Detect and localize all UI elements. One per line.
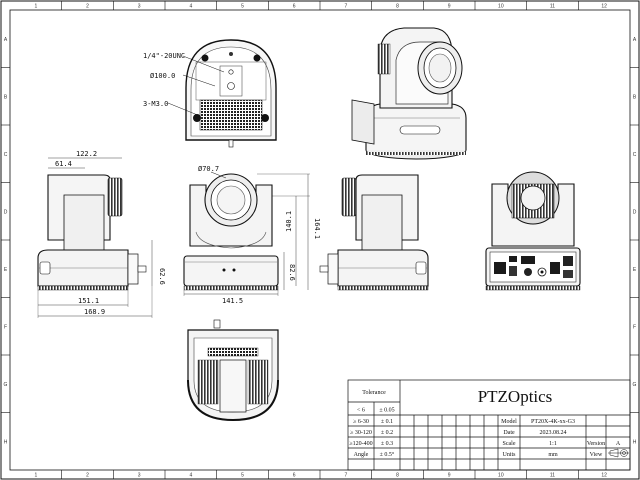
grid-row-label: E (4, 267, 8, 273)
grid-column-label: 4 (189, 4, 192, 10)
grid-row-label: A (633, 37, 637, 43)
grid-column-label: 9 (448, 473, 451, 479)
dim-depth-total: 122.2 (76, 150, 97, 158)
front-view (183, 171, 310, 296)
version-value: A (616, 441, 621, 447)
units-value: mm (548, 452, 558, 458)
grid-column-label: 1 (34, 4, 37, 10)
company-name: PTZOptics (478, 387, 553, 406)
tolerance-table: < 6 ± 0.05 ≥ 6-30 ± 0.1 ≥ 30-120 ± 0.2 ≥120-40… (349, 408, 395, 459)
tolerance-value: ± 0.1 (381, 419, 393, 425)
grid-column-label: 7 (344, 473, 347, 479)
grid-row-label: G (633, 382, 637, 388)
tolerance-value: ± 0.2 (381, 430, 393, 436)
grid-column-label: 10 (498, 473, 504, 479)
grid-column-label: 2 (86, 473, 89, 479)
grid-row-label: A (4, 37, 8, 43)
side-view-left (37, 157, 153, 318)
model-value: PT20X-4K-xx-G3 (531, 419, 575, 425)
tolerance-range: ≥ 6-30 (353, 419, 369, 425)
dim-lens-diameter: Ø70.7 (198, 165, 219, 173)
grid-column-label: 4 (189, 473, 192, 479)
scale-value: 1:1 (549, 441, 557, 447)
projection-symbol-icon (608, 448, 629, 458)
grid-column-label: 11 (550, 473, 555, 479)
grid-row-label: H (633, 439, 637, 445)
tolerance-header: Tolerance (362, 390, 386, 396)
grid-column-label: 3 (138, 473, 141, 479)
tolerance-range: ≥120-400 (349, 441, 372, 447)
tolerance-value: ± 0.3 (381, 441, 393, 447)
bottom-view (167, 39, 277, 148)
grid-column-label: 7 (344, 4, 347, 10)
view-label: View (590, 452, 603, 458)
grid-column-label: 8 (396, 4, 399, 10)
grid-column-label: 11 (550, 4, 555, 10)
tolerance-value: ± 0.05 (379, 408, 394, 414)
rear-view (485, 171, 581, 291)
grid-row-label: C (633, 152, 637, 158)
grid-column-label: 3 (138, 4, 141, 10)
dim-side-height: 62.6 (158, 268, 166, 285)
grid-column-label: 6 (293, 473, 296, 479)
grid-row-label: F (633, 324, 636, 330)
date-value: 2023.08.24 (540, 430, 567, 436)
grid-row-label: D (633, 209, 637, 215)
tolerance-range: < 6 (357, 408, 365, 414)
dim-thread: 1/4"-20UNC (143, 52, 185, 60)
units-label: Units (502, 452, 516, 458)
grid-column-label: 1 (34, 473, 37, 479)
grid-column-label: 9 (448, 4, 451, 10)
grid-column-label: 5 (241, 473, 244, 479)
grid-column-label: 8 (396, 473, 399, 479)
side-view-right (319, 174, 429, 291)
grid-column-label: 6 (293, 4, 296, 10)
dim-overall-depth: 168.9 (84, 308, 105, 316)
grid-column-label: 5 (241, 4, 244, 10)
dim-front-width: 141.5 (222, 297, 243, 305)
version-label: Version (587, 441, 605, 447)
grid-row-label: G (4, 382, 8, 388)
grid-row-label: E (633, 267, 637, 273)
dim-screws: 3-M3.0 (143, 100, 168, 108)
date-label: Date (503, 430, 515, 436)
model-label: Model (501, 419, 517, 425)
dim-mount-diameter: Ø100.0 (150, 72, 175, 80)
dim-front-height-total: 164.1 (313, 218, 321, 239)
grid-column-label: 2 (86, 4, 89, 10)
tolerance-range: Angle (354, 452, 369, 458)
grid-row-label: C (4, 152, 8, 158)
isometric-view (351, 27, 467, 160)
dim-base-depth: 151.1 (78, 297, 99, 305)
scale-label: Scale (503, 441, 516, 447)
grid-row-label: D (4, 209, 8, 215)
tolerance-value: ± 0.5° (380, 451, 395, 458)
grid-row-label: B (633, 94, 637, 100)
dim-front-height-lens: 140.1 (285, 211, 293, 232)
grid-column-label: 12 (601, 473, 607, 479)
grid-column-label: 10 (498, 4, 504, 10)
tolerance-range: ≥ 30-120 (350, 430, 372, 436)
title-block (347, 379, 631, 471)
grid-row-label: B (4, 94, 8, 100)
grid-row-label: H (4, 439, 8, 445)
grid-column-label: 12 (601, 4, 607, 10)
top-view (187, 319, 279, 422)
grid-row-label: F (4, 324, 7, 330)
dim-depth-half: 61.4 (55, 160, 72, 168)
dim-front-base-height: 82.6 (288, 264, 296, 281)
